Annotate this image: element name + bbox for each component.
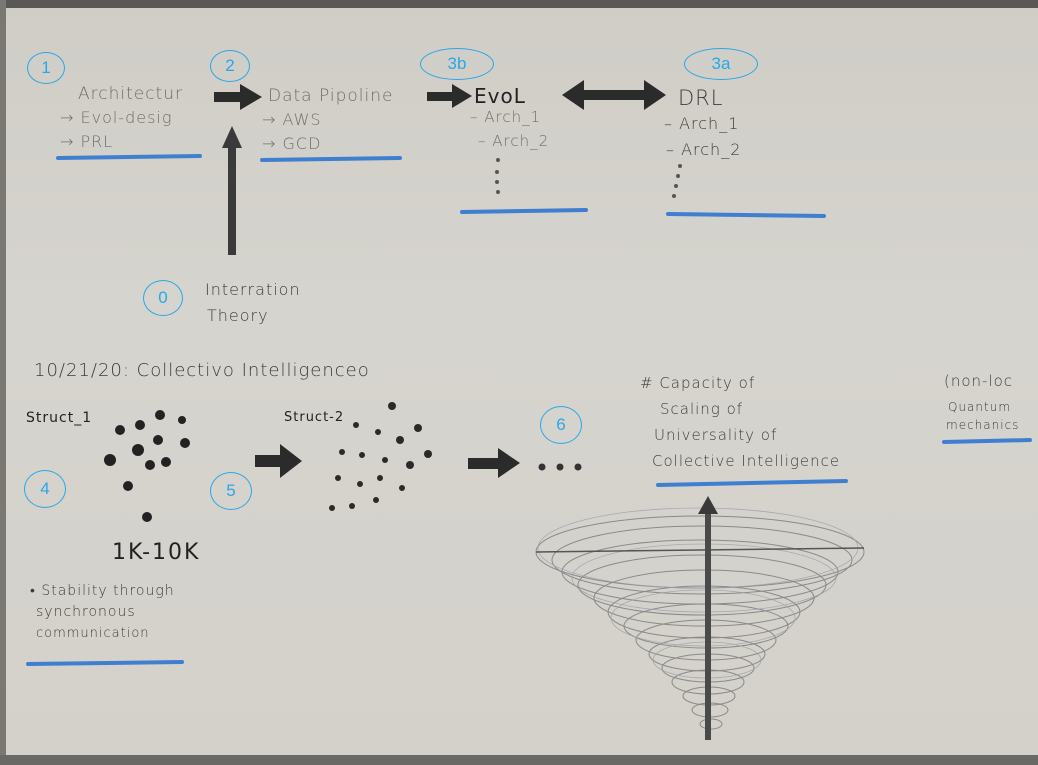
arrow-1-to-2 <box>214 84 262 110</box>
struct2-dot-cluster <box>329 402 432 511</box>
step2-item-aws: → AWS <box>262 110 322 129</box>
photo-left-edge <box>0 0 6 765</box>
stability-line2: synchronous <box>36 604 136 620</box>
step2-item-gcd: → GCD <box>262 134 322 153</box>
arrow-2-to-3b <box>427 84 472 108</box>
spiral-axis-arrow <box>698 496 718 740</box>
section-heading: 10/21/20: Collectivo Intelligenceo <box>34 360 370 381</box>
spiral-top-line <box>535 547 865 553</box>
step3a-title: DRL <box>678 86 724 110</box>
step-badge-6: 6 <box>540 406 582 444</box>
arrow-struct2-to-next <box>468 448 520 478</box>
step3a-item-arch1: – Arch_1 <box>664 114 740 133</box>
struct2-label: Struct-2 <box>284 410 345 425</box>
photo-bottom-edge <box>0 755 1038 765</box>
capacity-line3: Universality of <box>654 426 778 444</box>
step3b-item-arch2: – Arch_2 <box>478 132 550 150</box>
capacity-line4: Collective Intelligence <box>652 452 841 470</box>
nonlocal-line3: mechanics <box>946 418 1020 432</box>
arrow-struct1-to-struct2 <box>255 444 302 478</box>
drl-ellipsis-dots <box>672 164 682 198</box>
step-badge-0: 0 <box>143 280 183 316</box>
step3b-title: EvoL <box>474 84 526 108</box>
stability-line1: • Stability through <box>30 583 175 599</box>
step1-item-prl: → PRL <box>60 132 114 151</box>
step0-line1: Interration <box>205 280 301 299</box>
step3b-item-arch1: – Arch_1 <box>470 108 542 126</box>
step1-item-evol-design: → Evol-desig <box>60 108 173 127</box>
step-badge-3b: 3b <box>420 48 494 80</box>
step0-line2: Theory <box>207 306 269 325</box>
struct1-label: Struct_1 <box>26 410 93 426</box>
step-badge-5: 5 <box>210 472 252 510</box>
blue-underlines <box>26 154 1032 666</box>
capacity-line1: # Capacity of <box>640 374 756 392</box>
step-badge-3a: 3a <box>684 48 758 80</box>
evol-ellipsis-dots <box>495 158 500 194</box>
struct1-dot-cluster <box>104 410 190 522</box>
step-badge-4: 4 <box>24 470 66 508</box>
step-badge-2: 2 <box>210 50 250 82</box>
step3a-item-arch2: – Arch_2 <box>666 140 742 159</box>
capacity-line2: Scaling of <box>660 400 744 418</box>
stability-line3: communication <box>36 626 150 641</box>
step1-title: Architectur <box>78 84 183 104</box>
photo-top-edge <box>0 0 1038 8</box>
step2-title: Data Pipoline <box>268 86 394 106</box>
spiral-shading <box>537 507 859 679</box>
arrow-0-to-2 <box>222 126 242 255</box>
range-label: 1K-10K <box>112 540 201 565</box>
nonlocal-line2: Quantum <box>948 400 1012 414</box>
step-badge-1: 1 <box>27 52 65 84</box>
nonlocal-line1: (non-loc <box>944 372 1014 390</box>
double-arrow-3b-3a <box>562 80 666 110</box>
continuation-dots <box>538 463 582 471</box>
